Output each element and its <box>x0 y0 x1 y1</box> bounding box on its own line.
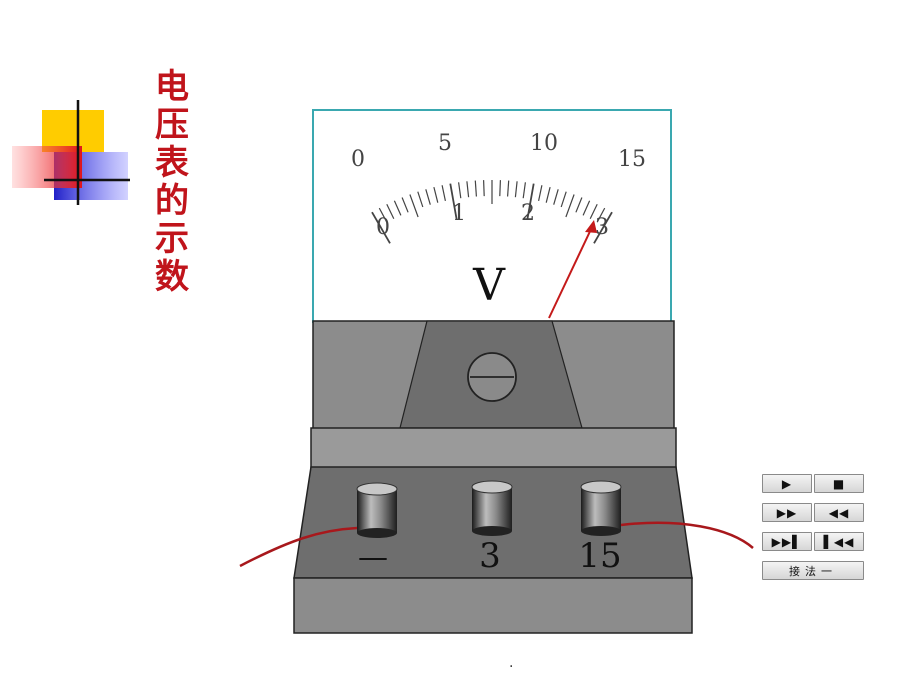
scale-tick <box>458 182 462 199</box>
rewind-button[interactable]: ◀◀ <box>814 503 864 522</box>
title-char: 数 <box>155 257 189 297</box>
meter-face <box>312 109 672 323</box>
scale-tick <box>441 185 446 202</box>
page-marker: . <box>509 655 514 671</box>
scale-tick <box>417 191 424 208</box>
scale-tick <box>553 189 559 205</box>
lower-scale-label: 0 <box>376 215 390 240</box>
scale-tick <box>401 197 409 213</box>
skip-prev-button[interactable]: ▌◀◀ <box>814 532 864 551</box>
terminal-negative[interactable] <box>356 482 398 538</box>
skip-next-icon: ▶▶▌ <box>771 534 803 549</box>
animation-controls: ▶ ■ ▶▶ ◀◀ ▶▶▌ ▌◀◀ 接法一 <box>762 474 864 590</box>
scale-tick <box>433 186 439 203</box>
title-char: 表 <box>155 143 189 183</box>
scale-tick <box>507 180 510 197</box>
wire-left <box>239 526 358 568</box>
scale-tick <box>466 181 470 198</box>
scale-tick <box>474 180 477 197</box>
upper-scale-label: 15 <box>618 147 646 172</box>
meter-base <box>293 577 693 634</box>
scale-ticks <box>371 180 613 244</box>
connection-method-button[interactable]: 接法一 <box>762 561 864 580</box>
wire-right <box>620 521 754 549</box>
title-char: 电 <box>155 67 189 107</box>
terminal-label: — <box>358 540 388 575</box>
needle <box>548 224 594 319</box>
scale-tick <box>560 191 567 208</box>
skip-next-button[interactable]: ▶▶▌ <box>762 532 812 551</box>
fast-forward-button[interactable]: ▶▶ <box>762 503 812 522</box>
stop-icon: ■ <box>832 476 846 491</box>
terminal-label: 3 <box>479 536 501 576</box>
play-icon: ▶ <box>781 476 793 491</box>
needle-tip <box>585 220 597 233</box>
terminal-15v[interactable] <box>580 480 622 536</box>
upper-scale-label: 0 <box>351 147 365 172</box>
terminal-3v[interactable] <box>471 480 513 536</box>
skip-prev-icon: ▌◀◀ <box>823 534 855 549</box>
terminal-label: 15 <box>578 536 621 576</box>
page-title: 电 压 表 的 示 数 <box>150 68 194 296</box>
rewind-icon: ◀◀ <box>828 505 850 520</box>
scale-tick <box>575 197 583 213</box>
scale-tick <box>409 194 419 218</box>
scale-tick <box>565 194 575 218</box>
lower-scale-label: 3 <box>595 215 609 240</box>
scale-tick <box>378 207 388 223</box>
scale-tick <box>596 207 606 223</box>
scale-tick <box>371 211 391 244</box>
scale-tick <box>483 180 485 197</box>
scale-tick <box>514 181 518 198</box>
unit-symbol: V <box>472 260 506 311</box>
title-char: 压 <box>155 105 189 145</box>
scale-tick <box>499 180 501 197</box>
fast-forward-icon: ▶▶ <box>776 505 798 520</box>
title-char: 的 <box>155 181 189 221</box>
scale-tick <box>589 204 598 219</box>
scale-tick <box>545 186 551 203</box>
scale-tick <box>522 182 526 199</box>
play-button[interactable]: ▶ <box>762 474 812 493</box>
stop-button[interactable]: ■ <box>814 474 864 493</box>
logo-graphic <box>12 100 130 205</box>
scale-tick <box>582 200 591 216</box>
scale-tick <box>526 183 535 220</box>
scale-tick <box>593 211 613 244</box>
scale-tick <box>393 200 402 216</box>
scale-tick <box>425 189 431 205</box>
title-char: 示 <box>155 219 189 259</box>
upper-scale-label: 5 <box>438 131 452 156</box>
lower-scale-label: 1 <box>452 201 466 226</box>
meter-body-middle <box>310 427 677 469</box>
lower-scale-label: 2 <box>521 201 535 226</box>
scale-tick <box>386 204 395 219</box>
scale-tick <box>449 183 458 220</box>
scale-tick <box>538 185 543 202</box>
upper-scale-label: 10 <box>530 131 558 156</box>
